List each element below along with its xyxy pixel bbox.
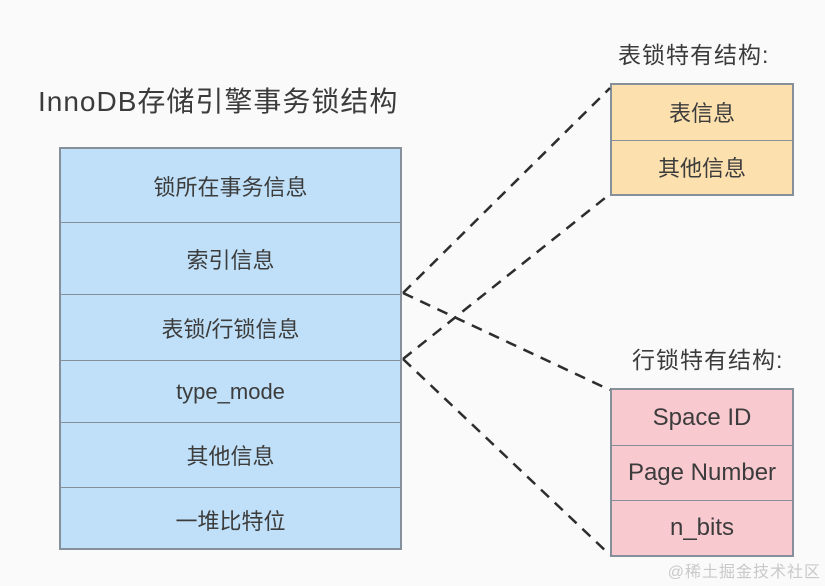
lock-row-transaction-info: 锁所在事务信息 xyxy=(153,174,308,200)
connector-table-lock-bottom xyxy=(402,193,611,360)
lock-row-index-info: 索引信息 xyxy=(61,222,400,294)
row-lock-structure-label: 行锁特有结构: xyxy=(632,347,784,373)
row-lock-row-space-id: Space ID xyxy=(652,403,752,431)
row-lock-row-n-bits: n_bits xyxy=(612,500,792,555)
table-lock-row-table-info: 表信息 xyxy=(668,101,735,127)
page-title: InnoDB存储引擎事务锁结构 xyxy=(38,86,399,117)
table-lock-structure-label: 表锁特有结构: xyxy=(618,42,770,68)
table-lock-structure-table: 表信息 其他信息 xyxy=(610,83,794,196)
connector-row-lock-top xyxy=(402,291,611,392)
connector-row-lock-bottom xyxy=(402,358,611,556)
lock-row-other-info: 其他信息 xyxy=(61,422,400,487)
watermark: @稀土掘金技术社区 xyxy=(667,564,821,581)
connector-table-lock-top xyxy=(402,87,611,294)
lock-row-table-or-row-lock-info: 表锁/行锁信息 xyxy=(61,294,400,360)
row-lock-structure-table: Space ID Page Number n_bits xyxy=(610,388,794,557)
table-lock-row-other-info: 其他信息 xyxy=(612,139,792,195)
lock-row-bits: 一堆比特位 xyxy=(61,487,400,552)
lock-row-type-mode: type_mode xyxy=(61,360,400,422)
row-lock-row-page-number: Page Number xyxy=(612,445,792,500)
innodb-lock-structure-table: 锁所在事务信息 索引信息 表锁/行锁信息 type_mode 其他信息 一堆比特… xyxy=(59,147,402,550)
